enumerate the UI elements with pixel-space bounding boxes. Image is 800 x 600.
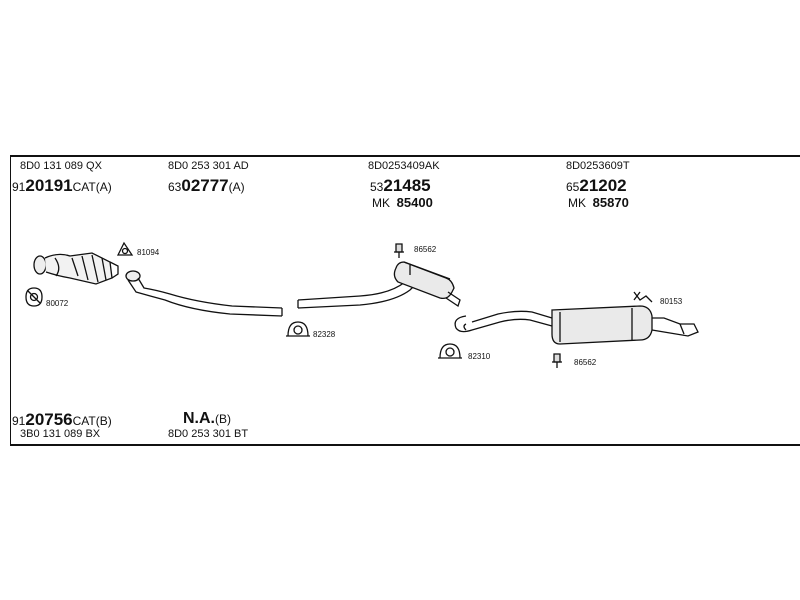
label-80072: 80072	[46, 299, 69, 308]
col4-part-number: 6521202	[566, 176, 627, 196]
alt-cat-part-suffix: CAT(B)	[72, 414, 112, 428]
col2-part-main: 02777	[181, 176, 229, 195]
hanger-86562-bottom	[552, 353, 562, 368]
col3-mk-number: MK 85400	[372, 195, 433, 210]
alt-cat-part-main: 20756	[25, 410, 73, 429]
col2-part-number: 6302777(A)	[168, 176, 245, 196]
col1-part-main: 20191	[25, 176, 73, 195]
col2-part-prefix: 63	[168, 180, 182, 194]
label-81094: 81094	[137, 248, 160, 257]
alt-pipe-na: N.A.(B)	[183, 410, 231, 428]
col3-part-number: 5321485	[370, 176, 431, 196]
bottom-divider	[10, 444, 800, 446]
clamp-82328	[286, 321, 310, 337]
hanger-80153	[633, 291, 653, 303]
label-86562-bottom: 86562	[574, 358, 597, 367]
col2-part-suffix: (A)	[228, 180, 245, 194]
col4-mk-prefix: MK	[568, 196, 586, 210]
col3-part-prefix: 53	[370, 180, 384, 194]
col3-mk-main: 85400	[396, 195, 433, 210]
gasket-81094	[116, 241, 134, 256]
col1-oe-number: 8D0 131 089 QX	[20, 160, 102, 172]
col1-part-suffix: CAT(A)	[72, 180, 112, 194]
left-border	[10, 155, 11, 446]
gasket-80072	[25, 287, 43, 307]
label-82310: 82310	[468, 352, 491, 361]
catalytic-converter	[33, 252, 119, 285]
col4-part-prefix: 65	[566, 180, 580, 194]
col1-part-number: 9120191CAT(A)	[12, 176, 112, 196]
clamp-82310	[438, 343, 462, 359]
col4-oe-number: 8D0253609T	[566, 160, 630, 172]
alt-pipe-na-main: N.A.	[183, 410, 215, 427]
centre-silencer	[297, 261, 461, 309]
alt-cat-part-prefix: 91	[12, 414, 26, 428]
intermediate-pipe	[125, 270, 283, 317]
top-divider	[10, 155, 800, 157]
col1-part-prefix: 91	[12, 180, 26, 194]
col4-part-main: 21202	[579, 176, 627, 195]
col2-oe-number: 8D0 253 301 AD	[168, 160, 249, 172]
label-86562-top: 86562	[414, 245, 437, 254]
col3-part-main: 21485	[383, 176, 431, 195]
alt-pipe-na-suffix: (B)	[215, 412, 231, 426]
col4-mk-number: MK 85870	[568, 195, 629, 210]
alt-cat-part-number: 9120756CAT(B)	[12, 410, 112, 430]
col3-oe-number: 8D0253409AK	[368, 160, 440, 172]
alt-pipe-oe-number: 8D0 253 301 BT	[168, 428, 249, 440]
col4-mk-main: 85870	[592, 195, 629, 210]
label-82328: 82328	[313, 330, 336, 339]
rear-silencer	[454, 305, 699, 345]
alt-cat-oe-number: 3B0 131 089 BX	[20, 428, 101, 440]
hanger-86562-top	[394, 243, 404, 258]
label-80153: 80153	[660, 297, 683, 306]
col3-mk-prefix: MK	[372, 196, 390, 210]
